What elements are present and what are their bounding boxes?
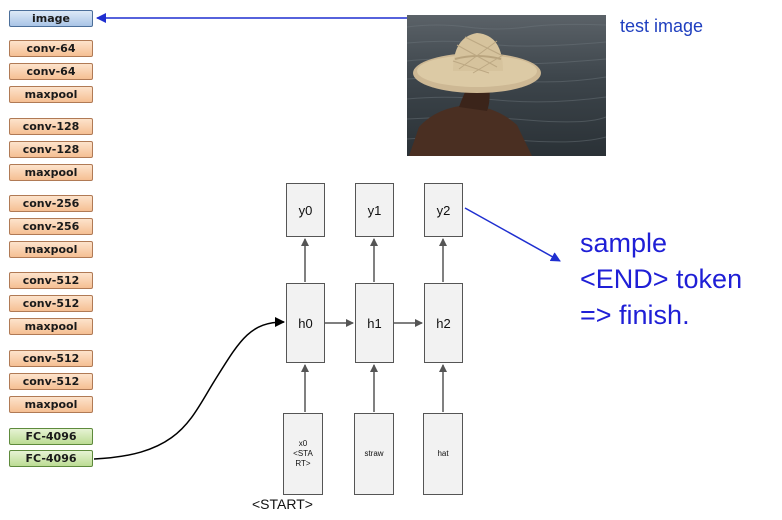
- layer-image: image: [9, 10, 93, 27]
- layer-fc-4096-2: FC-4096: [9, 450, 93, 467]
- man-in-straw-hat-photo-icon: [407, 23, 606, 156]
- layer-conv-128-2: conv-128: [9, 141, 93, 158]
- output-node-y0: y0: [286, 183, 325, 237]
- input-node-hat: hat: [423, 413, 463, 495]
- input-node-straw: straw: [354, 413, 394, 495]
- layer-maxpool-4: maxpool: [9, 318, 93, 335]
- layer-maxpool-3: maxpool: [9, 241, 93, 258]
- arrow-y2-to-annotation: [464, 207, 561, 262]
- arrow-fc-to-h0: [93, 317, 285, 460]
- input-node-x0-start: x0 <STA RT>: [283, 413, 323, 495]
- layer-fc-4096-1: FC-4096: [9, 428, 93, 445]
- layer-maxpool-1: maxpool: [9, 86, 93, 103]
- output-node-y2: y2: [424, 183, 463, 237]
- layer-conv-256-2: conv-256: [9, 218, 93, 235]
- output-node-y1: y1: [355, 183, 394, 237]
- hidden-node-h1: h1: [355, 283, 394, 363]
- hidden-node-h2: h2: [424, 283, 463, 363]
- layer-conv-512-3: conv-512: [9, 350, 93, 367]
- layer-conv-64-2: conv-64: [9, 63, 93, 80]
- layer-conv-512-1: conv-512: [9, 272, 93, 289]
- layer-maxpool-2: maxpool: [9, 164, 93, 181]
- start-token-label: <START>: [252, 496, 313, 512]
- layer-conv-512-2: conv-512: [9, 295, 93, 312]
- layer-conv-128-1: conv-128: [9, 118, 93, 135]
- hidden-node-h0: h0: [286, 283, 325, 363]
- layer-maxpool-5: maxpool: [9, 396, 93, 413]
- layer-conv-512-4: conv-512: [9, 373, 93, 390]
- test-photo: [407, 15, 606, 156]
- layer-conv-256-1: conv-256: [9, 195, 93, 212]
- layer-conv-64-1: conv-64: [9, 40, 93, 57]
- test-image-label: test image: [620, 16, 704, 36]
- sample-end-token-annotation: sample <END> token => finish.: [580, 228, 743, 330]
